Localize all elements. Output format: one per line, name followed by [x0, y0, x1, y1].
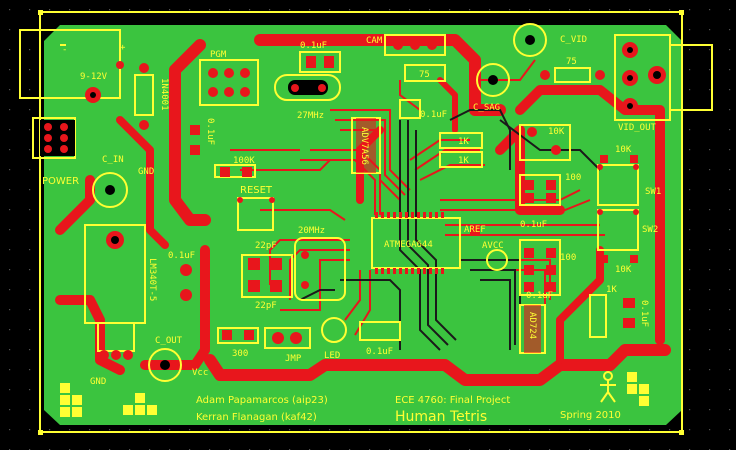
power-minus-label: - — [62, 45, 67, 55]
c-sag-outline — [476, 63, 510, 97]
r10k-a-label: 10K — [548, 127, 565, 137]
cam-label: CAM — [366, 36, 383, 46]
c-out-label: C_OUT — [155, 336, 183, 346]
reset-label: RESET — [240, 185, 273, 196]
r75a-label: 75 — [419, 70, 430, 80]
aref-label: AREF — [464, 225, 486, 235]
jmp-label: JMP — [285, 354, 302, 364]
r1k-c-label: 1K — [606, 285, 617, 295]
sw2-label: SW2 — [642, 225, 658, 235]
sw1-label: SW1 — [645, 187, 661, 197]
r300-label: 300 — [232, 349, 248, 359]
sw1-outline — [597, 164, 639, 206]
board-title: Human Tetris — [395, 409, 487, 425]
r75b-label: 75 — [566, 57, 577, 67]
pgm-label: PGM — [210, 50, 227, 60]
cap-reg-label: 0.1uF — [168, 251, 195, 261]
r100k-label: 100K — [233, 156, 255, 166]
vid-out-connector — [614, 34, 713, 121]
mcu-chip — [371, 212, 461, 274]
adv-label: ADV7A56 — [359, 127, 369, 165]
gnd-label-2: GND — [90, 377, 106, 387]
xtal20-outline — [294, 237, 346, 301]
vid-out-label: VID_OUT — [618, 123, 657, 133]
tetris-block-mid — [123, 393, 157, 415]
cap-pgm-label: 0.1uF — [205, 118, 215, 145]
diode-label: 1N4001 — [159, 78, 169, 111]
xtal27-outline — [274, 74, 341, 101]
xtal27-label: 27MHz — [297, 111, 324, 121]
author-1: Adam Papamarcos (aip23) — [196, 395, 328, 406]
tetris-block-left — [60, 383, 82, 417]
avcc-label: AVCC — [482, 241, 504, 251]
r10k-c-label: 10K — [615, 265, 632, 275]
power-voltage-label: 9-12V — [80, 72, 108, 82]
led-outline — [321, 317, 347, 343]
regulator-label: LM340T-5 — [147, 258, 157, 301]
r1k-b-label: 1K — [458, 156, 469, 166]
cap-led-label: 0.1uF — [366, 347, 393, 357]
c-vid-label: C_VID — [560, 35, 587, 45]
c-in-outline — [92, 172, 128, 208]
cap-aref-label: 0.1uF — [520, 220, 547, 230]
diode-outline — [134, 74, 154, 116]
pgm-header — [199, 59, 259, 106]
led-label: LED — [324, 351, 340, 361]
stick-figure-icon — [600, 371, 616, 403]
course-label: ECE 4760: Final Project — [395, 395, 510, 406]
cap-right-label: 0.1uF — [639, 300, 649, 327]
jumper — [264, 327, 311, 349]
vcc-label: Vcc — [192, 368, 208, 378]
cap-av-label: 0.1uF — [526, 291, 553, 301]
author-2: Kerran Flanagan (kaf42) — [196, 412, 317, 423]
c-vid-outline — [513, 23, 547, 57]
adv-chip — [351, 117, 381, 174]
term-label: Spring 2010 — [560, 410, 621, 421]
sw2-outline — [597, 209, 639, 251]
tetris-block-right — [627, 372, 649, 406]
power-switch — [32, 117, 76, 159]
c-out-outline — [148, 348, 182, 382]
mcu-label: ATMEGA644 — [384, 240, 433, 250]
c-sag-label: C_SAG — [473, 103, 500, 113]
r10k-b-label: 10K — [615, 145, 632, 155]
cap-top-label: 0.1uF — [300, 41, 327, 51]
signal-traces — [230, 59, 605, 336]
avcc-outline — [486, 249, 508, 271]
voltage-regulator — [84, 224, 146, 360]
c22b-label: 22pF — [255, 301, 277, 311]
power-plus-label: + — [120, 43, 126, 53]
gnd-label-1: GND — [138, 167, 154, 177]
c22a-label: 22pF — [255, 241, 277, 251]
r1k-a-label: 1K — [458, 137, 469, 147]
board-outline — [39, 11, 683, 433]
xtal20-label: 20MHz — [298, 226, 325, 236]
dc-jack — [19, 29, 124, 103]
r100a-label: 100 — [565, 173, 581, 183]
r100b-label: 100 — [560, 253, 576, 263]
power-label: POWER — [42, 176, 79, 187]
ad724-label: AD724 — [527, 312, 537, 339]
trimmer-10k — [519, 124, 571, 161]
cap-adv-label: 0.1uF — [420, 110, 447, 120]
cam-header — [384, 34, 446, 56]
c-in-label: C_IN — [102, 155, 124, 165]
reset-button — [237, 197, 274, 231]
